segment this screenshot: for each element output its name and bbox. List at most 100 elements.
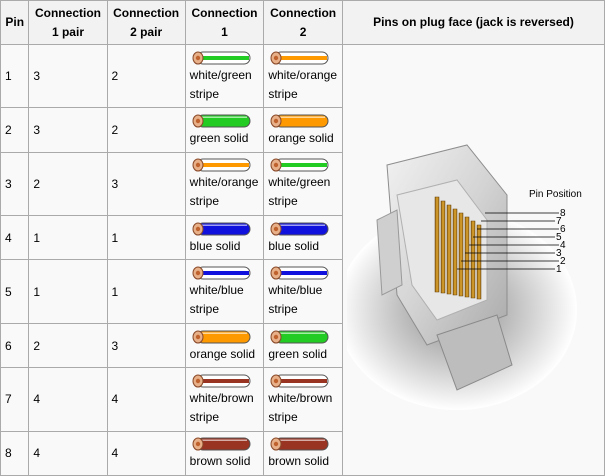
pin-number-cell: 8 — [0, 430, 30, 476]
wire-color-label: brown solid — [268, 454, 330, 469]
connection-2-wire-cell: blue solid — [263, 215, 343, 261]
wire-color-label: white/orange stripe — [268, 67, 338, 101]
connection-1-wire-cell: brown solid — [184, 430, 265, 476]
connection-1-pair-cell: 1 — [28, 259, 108, 324]
connection-1-wire-cell: white/brown stripe — [184, 367, 265, 432]
pin-number-label: 7 — [556, 216, 562, 227]
wire-color-icon — [270, 222, 329, 236]
connection-2-wire-cell: orange solid — [263, 107, 343, 153]
pin-number-label: 8 — [560, 208, 566, 219]
connection-2-wire-cell: brown solid — [263, 430, 343, 476]
wire-color-label: white/blue stripe — [268, 283, 323, 317]
connection-2-wire-cell: white/brown stripe — [263, 367, 343, 432]
pin-number-cell: 6 — [0, 322, 30, 369]
wire-color-label: brown solid — [189, 454, 251, 469]
wire-color-icon — [270, 437, 329, 451]
connection-2-wire-cell: white/blue stripe — [263, 259, 343, 324]
pin-number-cell: 5 — [0, 259, 30, 324]
connection-1-pair-cell: 3 — [28, 107, 108, 153]
wire-color-label: green solid — [268, 346, 328, 361]
pin-position-label: Pin Position — [529, 189, 582, 200]
wire-color-label: white/green stripe — [268, 175, 331, 209]
pin-number-label: 1 — [556, 264, 562, 275]
wire-color-icon — [192, 330, 251, 344]
wire-color-label: blue solid — [268, 238, 320, 253]
wire-color-icon — [270, 158, 329, 172]
connection-2-pair-cell: 2 — [106, 43, 186, 109]
gold-contact — [446, 204, 452, 295]
wire-color-label: white/orange stripe — [189, 175, 259, 209]
header-connection-2-pair: Connection 2 pair — [106, 0, 186, 45]
header-connection-1: Connection 1 — [184, 0, 265, 45]
gold-contact — [470, 220, 476, 299]
header-connection-1-pair: Connection 1 pair — [28, 0, 108, 45]
pin-number-label: 5 — [556, 232, 562, 243]
connection-1-wire-cell: blue solid — [184, 215, 265, 261]
connection-2-pair-cell: 3 — [106, 322, 186, 369]
connection-1-wire-cell: white/green stripe — [184, 43, 265, 109]
connection-2-pair-cell: 2 — [106, 107, 186, 153]
wire-color-icon — [270, 114, 329, 128]
wire-color-label: orange solid — [189, 346, 256, 361]
header-connection-2: Connection 2 — [263, 0, 343, 45]
header-row: Pin Connection 1 pair Connection 2 pair … — [0, 0, 605, 45]
wire-color-label: white/brown stripe — [268, 390, 333, 424]
connection-2-pair-cell: 1 — [106, 259, 186, 324]
wire-color-label: blue solid — [189, 238, 241, 253]
gold-contact — [476, 224, 482, 300]
pin-number-label: 6 — [560, 224, 566, 235]
wire-color-icon — [192, 437, 251, 451]
pin-number-cell: 7 — [0, 367, 30, 432]
gold-contact — [434, 196, 440, 293]
pin-number-cell: 1 — [0, 43, 30, 109]
connection-1-pair-cell: 2 — [28, 322, 108, 369]
connection-2-pair-cell: 3 — [106, 151, 186, 217]
connection-2-wire-cell: white/green stripe — [263, 151, 343, 217]
wire-color-icon — [270, 374, 329, 388]
wire-color-icon — [192, 114, 251, 128]
connection-1-wire-cell: green solid — [184, 107, 265, 153]
header-pin: Pin — [0, 0, 30, 45]
wire-color-label: white/green stripe — [189, 67, 252, 101]
gold-contact — [452, 208, 458, 296]
pin-number-cell: 2 — [0, 107, 30, 153]
connection-2-pair-cell: 4 — [106, 367, 186, 432]
pin-number-cell: 3 — [0, 151, 30, 217]
wire-color-icon — [192, 374, 251, 388]
pin-number-cell: 4 — [0, 215, 30, 261]
connection-1-pair-cell: 2 — [28, 151, 108, 217]
wire-color-icon — [192, 266, 251, 280]
wire-color-icon — [270, 330, 329, 344]
wire-color-icon — [270, 266, 329, 280]
connection-1-wire-cell: white/blue stripe — [184, 259, 265, 324]
wire-color-label: green solid — [189, 131, 249, 146]
wire-color-label: orange solid — [268, 131, 334, 146]
connection-1-wire-cell: orange solid — [184, 322, 265, 369]
wire-color-label: white/brown stripe — [189, 390, 254, 424]
connection-1-pair-cell: 4 — [28, 430, 108, 476]
connection-2-wire-cell: green solid — [263, 322, 343, 369]
gold-contact — [458, 212, 464, 297]
wire-color-icon — [270, 51, 329, 65]
wire-color-icon — [192, 51, 251, 65]
connection-1-pair-cell: 3 — [28, 43, 108, 109]
header-pins-on-plug-face: Pins on plug face (jack is reversed) — [341, 0, 605, 45]
connection-1-pair-cell: 1 — [28, 215, 108, 261]
wire-color-label: white/blue stripe — [189, 283, 244, 317]
connection-1-wire-cell: white/orange stripe — [184, 151, 265, 217]
connection-1-pair-cell: 4 — [28, 367, 108, 432]
pin-number-label: 4 — [560, 240, 566, 251]
wire-color-icon — [192, 158, 251, 172]
